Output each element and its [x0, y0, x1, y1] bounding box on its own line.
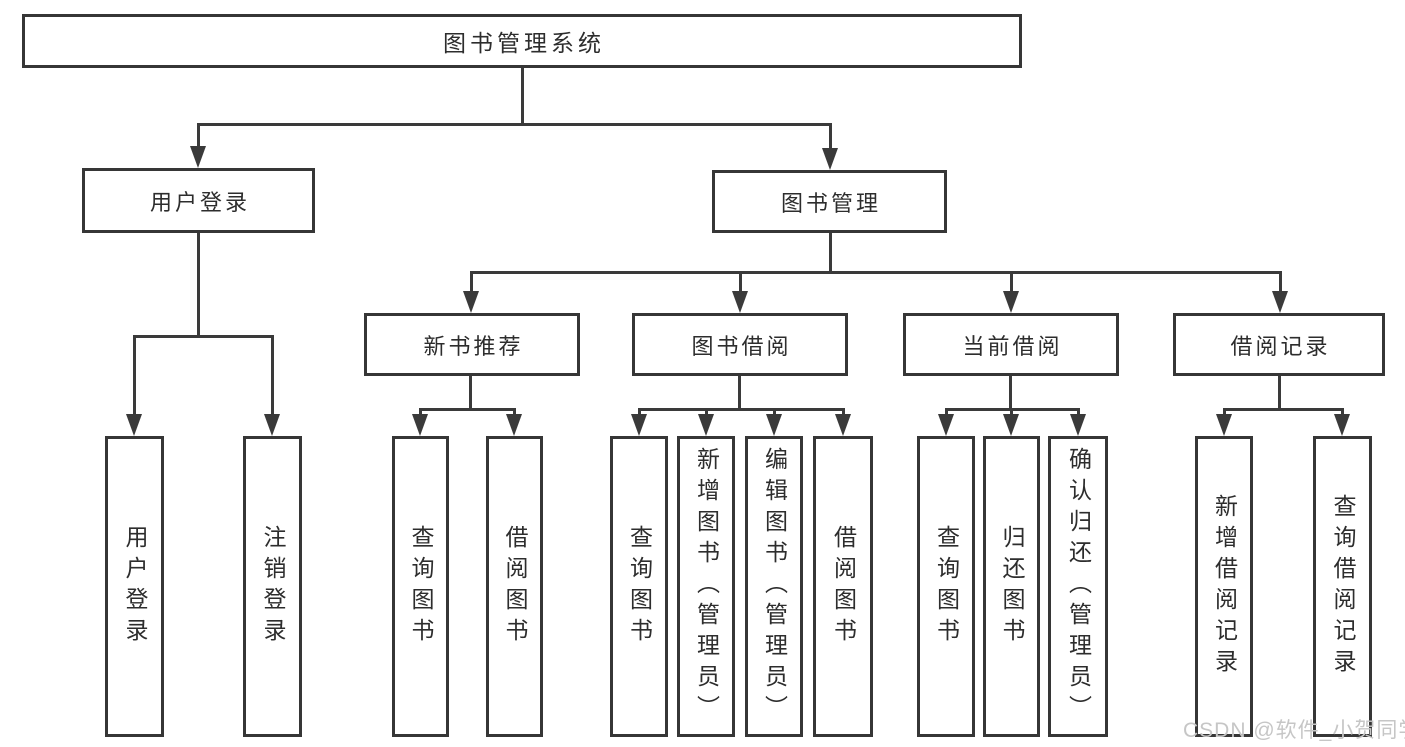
connector-line — [513, 408, 516, 417]
connector-line — [638, 408, 641, 417]
node-new-book-recommendation: 新书推荐 — [364, 313, 580, 376]
connector-line — [419, 408, 422, 417]
connector-line — [638, 408, 845, 411]
connector-line — [469, 376, 472, 410]
connector-line — [197, 233, 200, 337]
node-user-login: 用户登录 — [82, 168, 315, 233]
arrow-head — [1272, 291, 1288, 313]
connector-line — [1279, 271, 1282, 293]
connector-line — [419, 408, 515, 411]
connector-line — [133, 335, 274, 338]
connector-line — [1223, 408, 1343, 411]
leaf-add-books-admin: 新增图书（管理员） — [677, 436, 735, 737]
arrow-head — [822, 148, 838, 170]
connector-line — [1341, 408, 1344, 417]
arrow-head — [835, 414, 851, 436]
leaf-user-login: 用户登录 — [105, 436, 164, 737]
arrow-head — [1003, 414, 1019, 436]
node-label: 图书管理系统 — [443, 30, 605, 56]
arrow-head — [631, 414, 647, 436]
connector-line — [1077, 408, 1080, 417]
arrow-head — [938, 414, 954, 436]
connector-line — [1278, 376, 1281, 410]
connector-line — [197, 123, 200, 148]
connector-line — [705, 408, 708, 417]
leaf-add-borrow-record: 新增借阅记录 — [1195, 436, 1253, 737]
connector-line — [1009, 376, 1012, 410]
leaf-query-books-1: 查询图书 — [392, 436, 449, 737]
arrow-head — [766, 414, 782, 436]
arrow-head — [190, 146, 206, 168]
connector-line — [842, 408, 845, 417]
node-borrowing-records: 借阅记录 — [1173, 313, 1385, 376]
connector-line — [1223, 408, 1226, 417]
leaf-confirm-return-admin: 确认归还（管理员） — [1048, 436, 1108, 737]
connector-line — [739, 271, 742, 293]
connector-line — [738, 376, 741, 410]
arrow-head — [1003, 291, 1019, 313]
node-book-management-system: 图书管理系统 — [22, 14, 1022, 68]
connector-line — [1010, 408, 1013, 417]
arrow-head — [1334, 414, 1350, 436]
node-label: 新书推荐 — [423, 333, 524, 359]
node-label: 当前借阅 — [962, 333, 1063, 359]
node-label: 图书借阅 — [691, 333, 792, 359]
node-current-borrowing: 当前借阅 — [903, 313, 1119, 376]
leaf-query-books-3: 查询图书 — [917, 436, 975, 737]
connector-line — [773, 408, 776, 417]
node-label: 图书管理 — [780, 190, 881, 216]
node-label: 借阅记录 — [1230, 333, 1331, 359]
leaf-logout: 注销登录 — [243, 436, 302, 737]
csdn-watermark: CSDN @软件_小贺同学 — [1183, 719, 1405, 742]
connector-line — [1010, 271, 1013, 293]
connector-line — [470, 271, 1281, 274]
arrow-head — [264, 414, 280, 436]
node-book-management: 图书管理 — [712, 170, 947, 233]
leaf-return-books: 归还图书 — [983, 436, 1040, 737]
connector-line — [271, 335, 274, 416]
arrow-head — [126, 414, 142, 436]
arrow-head — [1070, 414, 1086, 436]
connector-line — [521, 68, 524, 125]
leaf-borrow-books-2: 借阅图书 — [813, 436, 873, 737]
node-book-borrowing: 图书借阅 — [632, 313, 848, 376]
arrow-head — [698, 414, 714, 436]
leaf-edit-books-admin: 编辑图书（管理员） — [745, 436, 803, 737]
node-label: 用户登录 — [149, 189, 250, 215]
connector-line — [197, 123, 832, 126]
arrow-head — [1216, 414, 1232, 436]
arrow-head — [732, 291, 748, 313]
leaf-query-books-2: 查询图书 — [610, 436, 668, 737]
arrow-head — [463, 291, 479, 313]
connector-line — [133, 335, 136, 416]
connector-line — [829, 123, 832, 150]
connector-line — [829, 233, 832, 273]
leaf-borrow-books-1: 借阅图书 — [486, 436, 543, 737]
connector-line — [945, 408, 948, 417]
arrow-head — [506, 414, 522, 436]
arrow-head — [412, 414, 428, 436]
leaf-query-borrow-record: 查询借阅记录 — [1313, 436, 1372, 737]
connector-line — [470, 271, 473, 293]
